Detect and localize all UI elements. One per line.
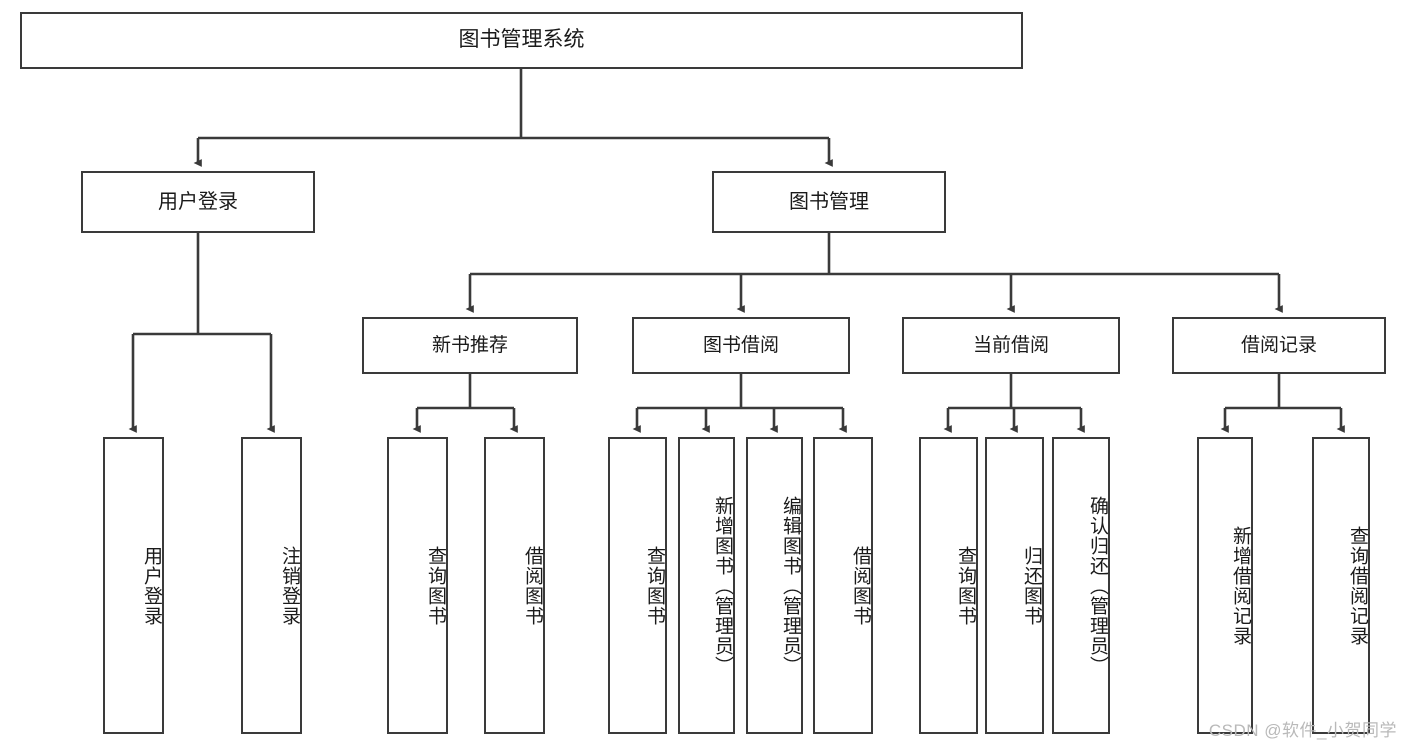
node-current-borrow[interactable]: 当前借阅 [902,317,1120,374]
leaf-add-borrow-record[interactable]: 新增借阅记录 [1197,437,1253,734]
node-user-login-label: 用户登录 [158,190,238,213]
node-book-borrow-label: 图书借阅 [702,334,779,356]
leaf-recommend-query-book-label: 查询图书 [425,545,446,626]
leaf-borrow-book[interactable]: 借阅图书 [813,437,873,734]
leaf-borrow-book-label: 借阅图书 [850,545,871,626]
node-new-book-recommend-label: 新书推荐 [431,334,508,356]
leaf-recommend-borrow-book[interactable]: 借阅图书 [484,437,545,734]
leaf-current-query-book-label: 查询图书 [955,545,976,626]
leaf-add-borrow-record-label: 新增借阅记录 [1230,525,1251,646]
node-new-book-recommend[interactable]: 新书推荐 [362,317,578,374]
leaf-user-logout[interactable]: 注销登录 [241,437,302,734]
leaf-borrow-query-book-label: 查询图书 [644,545,665,626]
leaf-edit-book-admin[interactable]: 编辑图书（管理员） [746,437,803,734]
leaf-query-borrow-record-label: 查询借阅记录 [1347,525,1368,646]
leaf-borrow-query-book[interactable]: 查询图书 [608,437,667,734]
leaf-query-borrow-record[interactable]: 查询借阅记录 [1312,437,1370,734]
leaf-recommend-borrow-book-label: 借阅图书 [522,545,543,626]
leaf-add-book-admin[interactable]: 新增图书（管理员） [678,437,735,734]
leaf-return-book-label: 归还图书 [1021,545,1042,626]
leaf-user-login-label: 用户登录 [141,545,162,626]
node-book-management-label: 图书管理 [789,190,869,213]
node-book-management[interactable]: 图书管理 [712,171,946,233]
leaf-confirm-return-admin[interactable]: 确认归还（管理员） [1052,437,1110,734]
watermark: CSDN @软件_小贺同学 [1208,721,1397,740]
leaf-return-book[interactable]: 归还图书 [985,437,1044,734]
node-borrow-records-label: 借阅记录 [1240,334,1317,356]
node-borrow-records[interactable]: 借阅记录 [1172,317,1386,374]
node-current-borrow-label: 当前借阅 [972,334,1049,356]
leaf-recommend-query-book[interactable]: 查询图书 [387,437,448,734]
node-user-login[interactable]: 用户登录 [81,171,315,233]
leaf-edit-book-admin-label: 编辑图书（管理员） [780,495,801,676]
leaf-add-book-admin-label: 新增图书（管理员） [712,495,733,676]
node-root-label: 图书管理系统 [458,28,585,52]
node-book-borrow[interactable]: 图书借阅 [632,317,850,374]
node-root[interactable]: 图书管理系统 [20,12,1023,69]
leaf-user-login[interactable]: 用户登录 [103,437,164,734]
leaf-current-query-book[interactable]: 查询图书 [919,437,978,734]
leaf-user-logout-label: 注销登录 [279,545,300,626]
leaf-confirm-return-admin-label: 确认归还（管理员） [1087,495,1108,676]
